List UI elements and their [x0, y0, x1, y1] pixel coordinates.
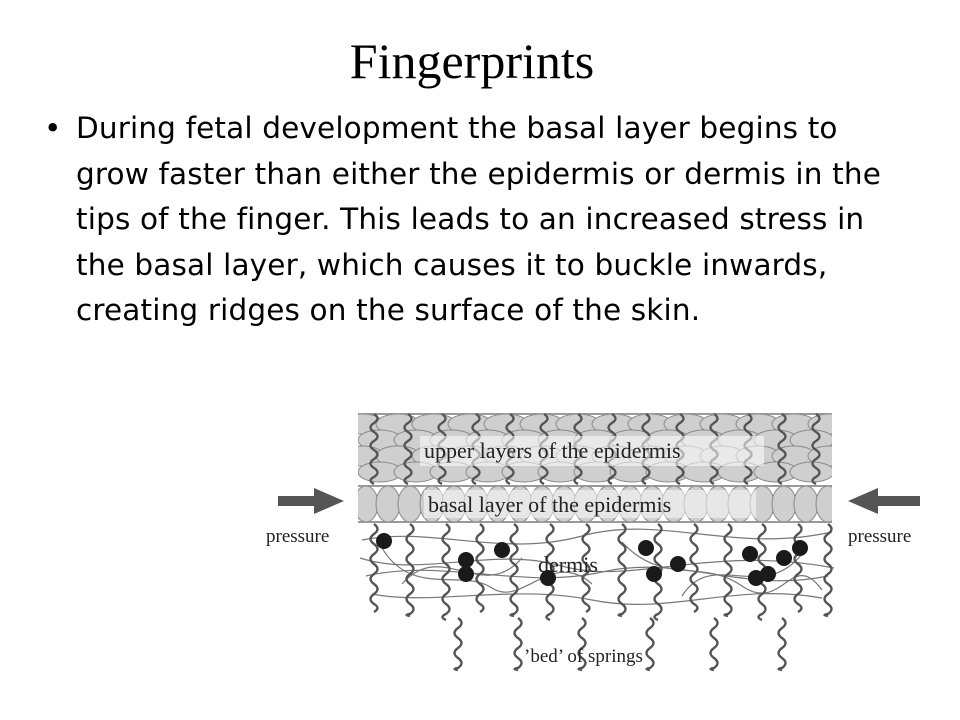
- dermis-spring: [689, 523, 699, 614]
- dermis-layer: dermis: [359, 523, 835, 672]
- basal-cell: [815, 486, 832, 522]
- bullet-text: During fetal development the basal layer…: [76, 111, 882, 327]
- springs-label: ’bed’ of springs: [524, 646, 643, 667]
- dermis-spring: [509, 523, 519, 618]
- dermis-spring: [723, 523, 733, 618]
- upper-epidermis-layer: upper layers of the epidermis: [358, 412, 832, 486]
- bullet-mark: •: [44, 111, 62, 145]
- dermis-node: [458, 566, 474, 582]
- dermis-node: [638, 540, 654, 556]
- dermis-fiber: [359, 557, 835, 573]
- epidermis-spring: [403, 412, 413, 486]
- dermis-spring: [369, 523, 379, 614]
- dermis-fiber: [381, 547, 593, 593]
- bed-spring: [645, 617, 655, 672]
- dermis-fiber: [361, 528, 833, 545]
- basal-cell: [375, 486, 401, 522]
- basal-cell: [793, 486, 819, 522]
- dermis-node: [760, 566, 776, 582]
- upper-layers-label: upper layers of the epidermis: [424, 438, 681, 463]
- basal-layer: basal layer of the epidermis: [358, 485, 832, 523]
- epidermis-spring: [777, 412, 787, 486]
- dermis-node: [458, 552, 474, 568]
- bullet-item: • During fetal development the basal lay…: [44, 106, 884, 334]
- skin-layers-svg: upper layers of the epidermis basal laye…: [266, 412, 920, 672]
- basal-label-backdrop: [424, 490, 756, 518]
- epidermis-spring: [811, 412, 821, 486]
- skin-layers-diagram: upper layers of the epidermis basal laye…: [262, 408, 938, 690]
- dermis-spring: [617, 523, 627, 618]
- upper-label-backdrop: [420, 436, 764, 466]
- dermis-node: [792, 540, 808, 556]
- dermis-fiber: [371, 593, 823, 605]
- bed-spring: [453, 617, 463, 672]
- bed-spring: [777, 617, 787, 672]
- dermis-spring: [405, 523, 415, 618]
- dermis-node: [776, 550, 792, 566]
- bed-spring: [577, 617, 587, 672]
- dermis-spring: [823, 523, 833, 618]
- basal-cell: [358, 486, 379, 522]
- dermis-node: [376, 533, 392, 549]
- left-pressure-arrow-icon: [278, 488, 344, 514]
- dermis-node: [742, 546, 758, 562]
- right-pressure-label: pressure: [848, 526, 911, 547]
- slide-title: Fingerprints: [349, 33, 595, 89]
- dermis-node: [646, 566, 662, 582]
- dermis-node: [494, 542, 510, 558]
- left-pressure-label: pressure: [266, 526, 329, 547]
- epidermis-spring: [369, 412, 379, 486]
- dermis-spring: [475, 523, 485, 614]
- right-pressure-arrow-icon: [848, 488, 920, 514]
- basal-layer-label: basal layer of the epidermis: [428, 492, 671, 517]
- bullet-list: • During fetal development the basal lay…: [44, 106, 884, 334]
- dermis-label: dermis: [538, 552, 598, 577]
- dermis-spring: [793, 523, 803, 614]
- dermis-spring: [441, 523, 451, 622]
- dermis-node: [540, 570, 556, 586]
- basal-cell: [397, 486, 423, 522]
- dermis-node: [670, 556, 686, 572]
- dermis-spring: [581, 523, 591, 614]
- bed-spring: [513, 617, 523, 672]
- bed-spring: [709, 617, 719, 672]
- dermis-nodes: [376, 533, 808, 586]
- basal-cell: [771, 486, 797, 522]
